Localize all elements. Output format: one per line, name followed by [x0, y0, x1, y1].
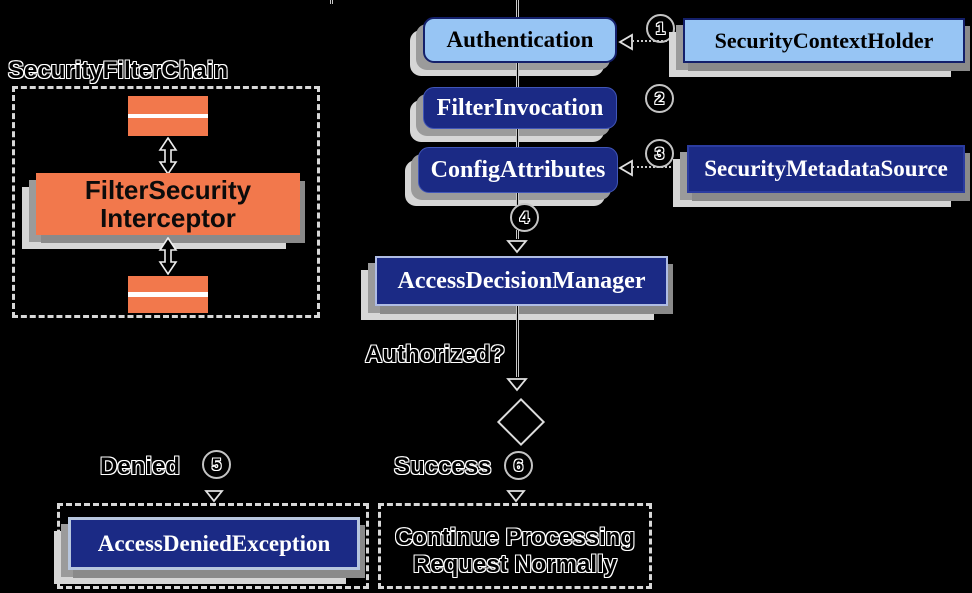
filter-bar: [128, 118, 208, 136]
down-arrowhead-icon: [506, 489, 526, 503]
filter-bar: [128, 96, 208, 114]
filter-security-interceptor-label: FilterSecurity Interceptor: [84, 175, 252, 233]
authentication-node: Authentication: [423, 17, 617, 63]
top-tick: [330, 0, 333, 4]
left-arrowhead-icon: [618, 159, 634, 177]
down-arrowhead-icon: [506, 377, 528, 392]
step-badge-5: 5: [202, 450, 231, 479]
authorized-label: Authorized?: [365, 341, 505, 368]
step-badge-6: 6: [504, 451, 533, 480]
filter-bar: [128, 297, 208, 313]
step-badge-4: 4: [510, 203, 539, 232]
dotted-connector: [632, 166, 687, 168]
step-badge-3: 3: [645, 139, 674, 168]
access-decision-manager-node: AccessDecisionManager: [375, 256, 668, 306]
down-arrowhead-icon: [204, 489, 224, 503]
security-filter-chain-box: [12, 86, 320, 318]
dotted-connector: [632, 40, 683, 42]
double-arrow-icon: [155, 137, 181, 175]
continue-processing-label: Continue Processing Request Normally: [394, 524, 636, 578]
security-metadata-source-node: SecurityMetadataSource: [687, 145, 965, 193]
connector-line: [516, 193, 519, 205]
config-attributes-node: ConfigAttributes: [418, 147, 618, 193]
bar-divider: [128, 114, 208, 118]
decision-diamond: [496, 397, 546, 447]
access-denied-exception-node: AccessDeniedException: [68, 517, 360, 570]
filter-invocation-node: FilterInvocation: [423, 87, 617, 129]
success-label: Success: [394, 453, 492, 480]
step-badge-1: 1: [646, 14, 675, 43]
success-outcome-box: [378, 503, 652, 589]
left-arrowhead-icon: [618, 33, 634, 51]
denied-label: Denied: [100, 453, 181, 480]
down-arrowhead-icon: [506, 239, 528, 254]
filter-security-interceptor-node: FilterSecurity Interceptor: [36, 173, 300, 235]
step-badge-2: 2: [645, 84, 674, 113]
security-context-holder-node: SecurityContextHolder: [683, 18, 965, 63]
double-arrow-icon: [155, 237, 181, 275]
connector-line: [516, 306, 519, 377]
connector-line: [516, 230, 519, 239]
denied-outcome-box: [57, 503, 369, 589]
connector-line: [516, 63, 519, 87]
connector-line: [516, 0, 519, 17]
filter-bar: [128, 276, 208, 292]
connector-line: [516, 129, 519, 147]
bar-divider: [128, 292, 208, 297]
security-filter-chain-title: SecurityFilterChain: [8, 57, 229, 84]
